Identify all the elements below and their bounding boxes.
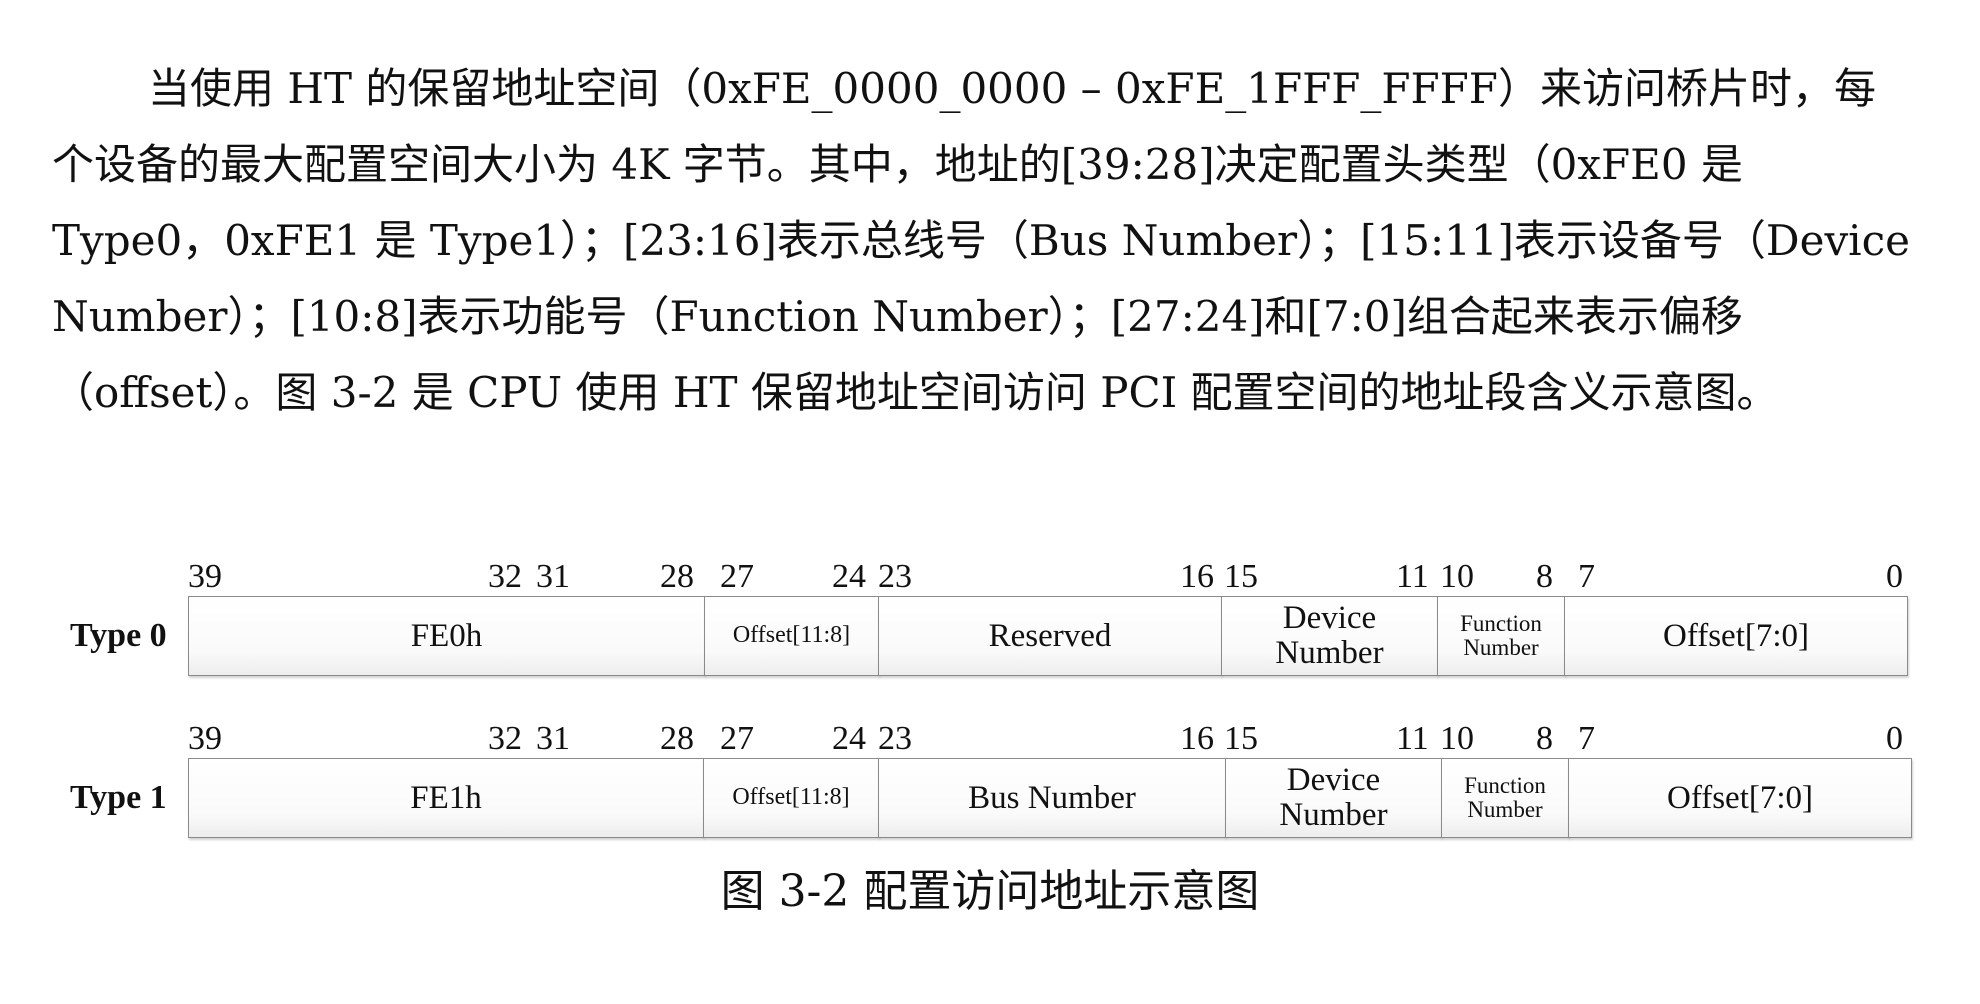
type0-function-number-field: Function Number — [1437, 596, 1565, 676]
type1-bit-39: 39 — [188, 720, 222, 757]
type0-label: Type 0 — [70, 617, 167, 654]
paragraph-line-5: （offset）。图 3-2 是 CPU 使用 HT 保留地址空间访问 PCI … — [52, 368, 1779, 417]
type0-offset-hi-field: Offset[11:8] — [704, 596, 879, 676]
type0-bit-39: 39 — [188, 558, 222, 595]
type0-function-number-value: Function Number — [1460, 610, 1542, 660]
type1-bit-28: 28 — [660, 720, 694, 757]
type0-bit-11: 11 — [1396, 558, 1429, 595]
type1-device-number-value: Device Number — [1279, 762, 1388, 833]
type0-bit-15: 15 — [1224, 558, 1258, 595]
type1-offset-lo-field: Offset[7:0] — [1568, 758, 1912, 838]
type0-bit-32: 32 — [488, 558, 522, 595]
type0-bit-10: 10 — [1440, 558, 1474, 595]
type1-bit-7: 7 — [1578, 720, 1595, 757]
type1-bit-11: 11 — [1396, 720, 1429, 757]
type0-bit-23: 23 — [878, 558, 912, 595]
paragraph-line-4: Number）；[10:8]表示功能号（Function Number）；[27… — [52, 292, 1743, 341]
type1-bit-16: 16 — [1180, 720, 1214, 757]
type0-bit-31: 31 — [536, 558, 570, 595]
type0-bit-7: 7 — [1578, 558, 1595, 595]
type0-device-number-field: Device Number — [1221, 596, 1438, 676]
type0-bit-27: 27 — [720, 558, 754, 595]
type0-offset-lo-value: Offset[7:0] — [1662, 617, 1810, 654]
type0-reserved-field: Reserved — [878, 596, 1222, 676]
type1-bit-31: 31 — [536, 720, 570, 757]
type0-fe-field: FE0h — [188, 596, 705, 676]
type1-offset-hi-value: Offset[11:8] — [732, 784, 850, 811]
type1-fe-value: FE1h — [410, 779, 482, 816]
type1-bit-32: 32 — [488, 720, 522, 757]
type1-function-number-value: Function Number — [1464, 772, 1546, 822]
type0-reserved-value: Reserved — [988, 617, 1112, 654]
type1-offset-hi-field: Offset[11:8] — [703, 758, 879, 838]
type1-bus-number-value: Bus Number — [968, 779, 1136, 816]
type0-device-number-value: Device Number — [1275, 600, 1384, 671]
type1-bit-0: 0 — [1886, 720, 1903, 757]
type0-offset-lo-field: Offset[7:0] — [1564, 596, 1908, 676]
type1-bit-8: 8 — [1536, 720, 1553, 757]
type0-bit-24: 24 — [832, 558, 866, 595]
type1-bit-23: 23 — [878, 720, 912, 757]
type1-device-number-field: Device Number — [1225, 758, 1442, 838]
type0-fe-value: FE0h — [410, 617, 483, 654]
type0-offset-hi-value: Offset[11:8] — [732, 622, 851, 649]
type0-bit-16: 16 — [1180, 558, 1214, 595]
type1-offset-lo-value: Offset[7:0] — [1666, 779, 1814, 816]
type1-bit-10: 10 — [1440, 720, 1474, 757]
type1-bit-27: 27 — [720, 720, 754, 757]
type1-bus-number-field: Bus Number — [878, 758, 1226, 838]
type0-bit-0: 0 — [1886, 558, 1903, 595]
paragraph-line-1: 当使用 HT 的保留地址空间（0xFE_0000_0000 – 0xFE_1FF… — [148, 64, 1876, 113]
type1-bit-24: 24 — [832, 720, 866, 757]
type1-bit-15: 15 — [1224, 720, 1258, 757]
type0-bit-28: 28 — [660, 558, 694, 595]
type1-label: Type 1 — [70, 779, 167, 816]
type1-fe-field: FE1h — [188, 758, 704, 838]
type0-bit-8: 8 — [1536, 558, 1553, 595]
paragraph-line-3: Type0，0xFE1 是 Type1）；[23:16]表示总线号（Bus Nu… — [52, 216, 1910, 265]
type1-function-number-field: Function Number — [1441, 758, 1569, 838]
paragraph-line-2: 个设备的最大配置空间大小为 4K 字节。其中，地址的[39:28]决定配置头类型… — [52, 140, 1743, 189]
figure-caption: 图 3-2 配置访问地址示意图 — [720, 866, 1260, 917]
